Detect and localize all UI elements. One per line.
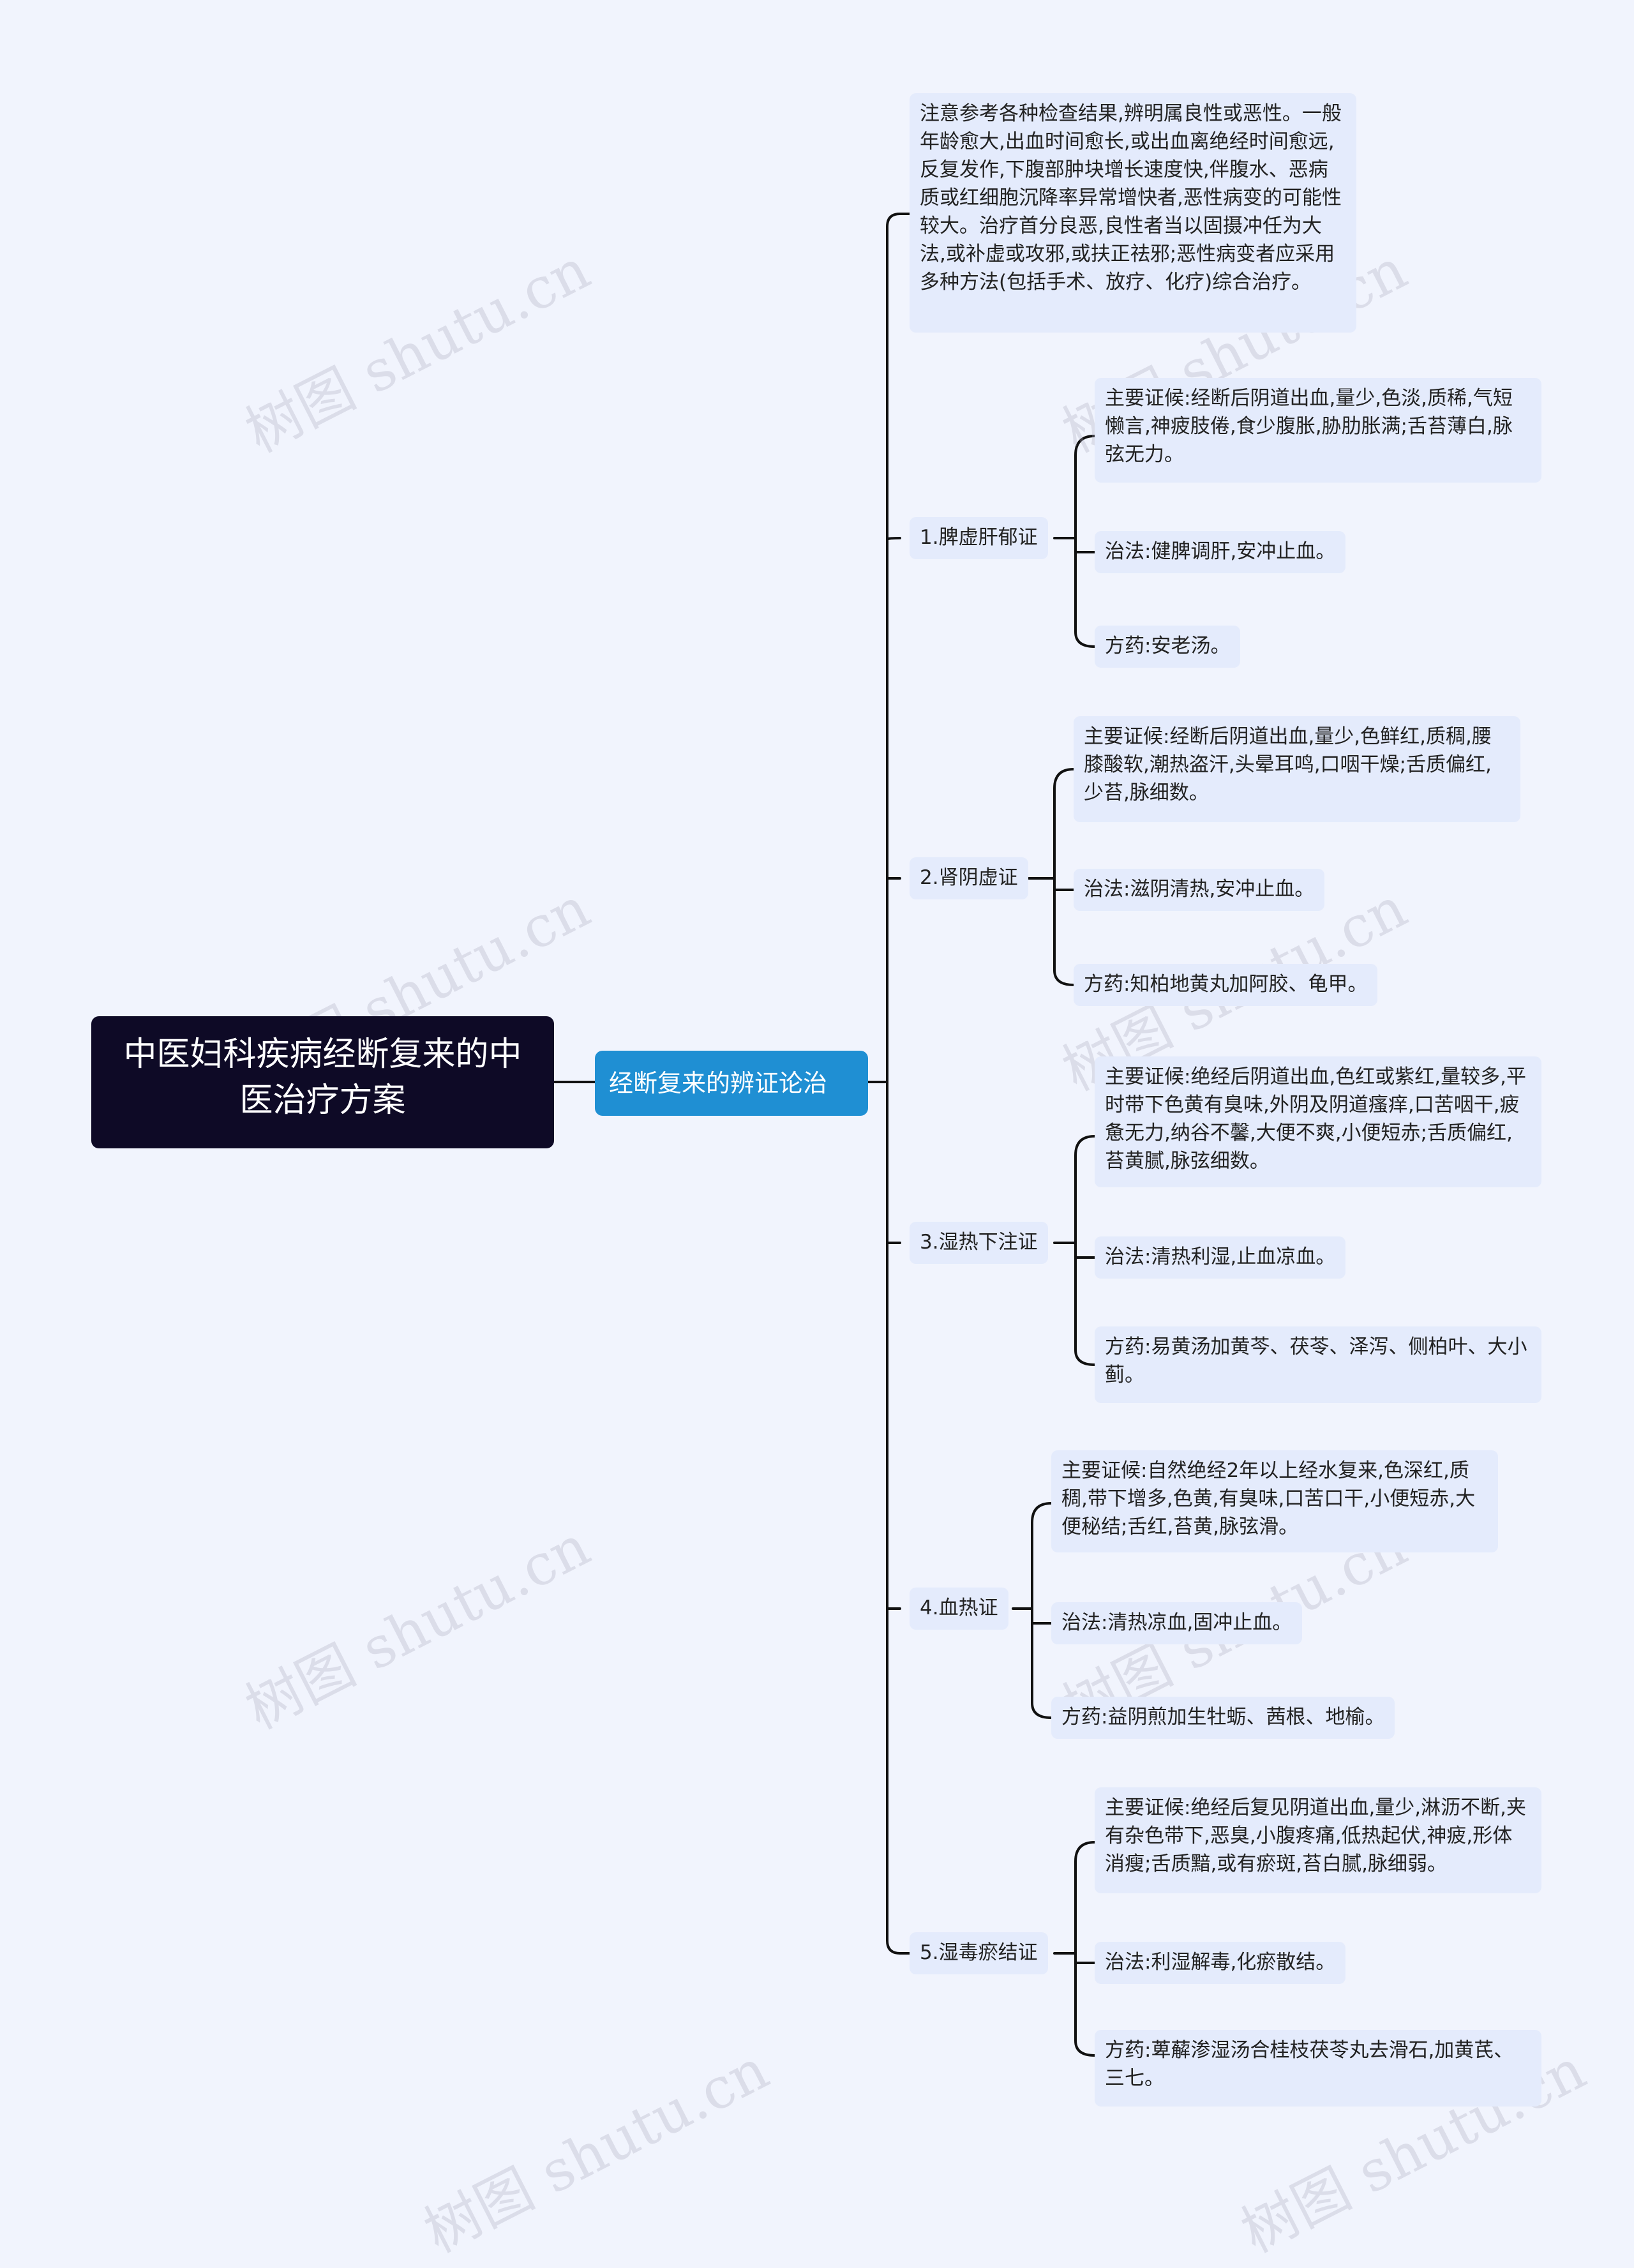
connector-lines bbox=[553, 213, 1096, 2057]
symptoms-leaf[interactable]: 主要证候:绝经后复见阴道出血,量少,淋沥不断,夹有杂色带下,恶臭,小腹疼痛,低热… bbox=[1095, 1787, 1541, 1893]
syndrome-branch[interactable]: 3.湿热下注证 bbox=[910, 1222, 1048, 1264]
formula-leaf[interactable]: 方药:益阴煎加生牡蛎、茜根、地榆。 bbox=[1051, 1697, 1395, 1739]
syndrome-branch[interactable]: 5.湿毒瘀结证 bbox=[910, 1932, 1048, 1974]
mindmap-canvas: 树图 shutu.cn 树图 shutu.cn 树图 shutu.cn 树图 s… bbox=[91, 93, 1596, 2265]
treatment-method-leaf[interactable]: 治法:清热利湿,止血凉血。 bbox=[1095, 1236, 1346, 1279]
symptoms-leaf[interactable]: 主要证候:绝经后阴道出血,色红或紫红,量较多,平时带下色黄有臭味,外阴及阴道瘙痒… bbox=[1095, 1056, 1541, 1187]
symptoms-leaf[interactable]: 主要证候:自然绝经2年以上经水复来,色深红,质稠,带下增多,色黄,有臭味,口苦口… bbox=[1051, 1450, 1498, 1552]
symptoms-leaf[interactable]: 主要证候:经断后阴道出血,量少,色淡,质稀,气短懒言,神疲肢倦,食少腹胀,胁肋胀… bbox=[1095, 378, 1541, 483]
treatment-method-leaf[interactable]: 治法:利湿解毒,化瘀散结。 bbox=[1095, 1942, 1346, 1984]
treatment-method-leaf[interactable]: 治法:滋阴清热,安冲止血。 bbox=[1074, 869, 1325, 911]
formula-leaf[interactable]: 方药:易黄汤加黄芩、茯苓、泽泻、侧柏叶、大小蓟。 bbox=[1095, 1326, 1541, 1403]
formula-leaf[interactable]: 方药:萆薢渗湿汤合桂枝茯苓丸去滑石,加黄芪、三七。 bbox=[1095, 2030, 1541, 2107]
syndrome-branch[interactable]: 2.肾阴虚证 bbox=[910, 857, 1028, 899]
connector-main-spine bbox=[886, 213, 901, 1955]
syndrome-branch[interactable]: 1.脾虚肝郁证 bbox=[910, 517, 1048, 559]
treatment-method-leaf[interactable]: 治法:清热凉血,固冲止血。 bbox=[1051, 1602, 1303, 1644]
subtopic-differentiation[interactable]: 经断复来的辨证论治 bbox=[595, 1051, 868, 1116]
root-topic[interactable]: 中医妇科疾病经断复来的中医治疗方案 bbox=[91, 1016, 554, 1148]
syndrome-branch[interactable]: 4.血热证 bbox=[910, 1588, 1008, 1630]
formula-leaf[interactable]: 方药:安老汤。 bbox=[1095, 626, 1241, 668]
note-leaf[interactable]: 注意参考各种检查结果,辨明属良性或恶性。一般年龄愈大,出血时间愈长,或出血离绝经… bbox=[910, 93, 1356, 333]
treatment-method-leaf[interactable]: 治法:健脾调肝,安冲止血。 bbox=[1095, 531, 1346, 573]
formula-leaf[interactable]: 方药:知柏地黄丸加阿胶、龟甲。 bbox=[1074, 964, 1378, 1006]
symptoms-leaf[interactable]: 主要证候:经断后阴道出血,量少,色鲜红,质稠,腰膝酸软,潮热盗汗,头晕耳鸣,口咽… bbox=[1074, 716, 1520, 822]
